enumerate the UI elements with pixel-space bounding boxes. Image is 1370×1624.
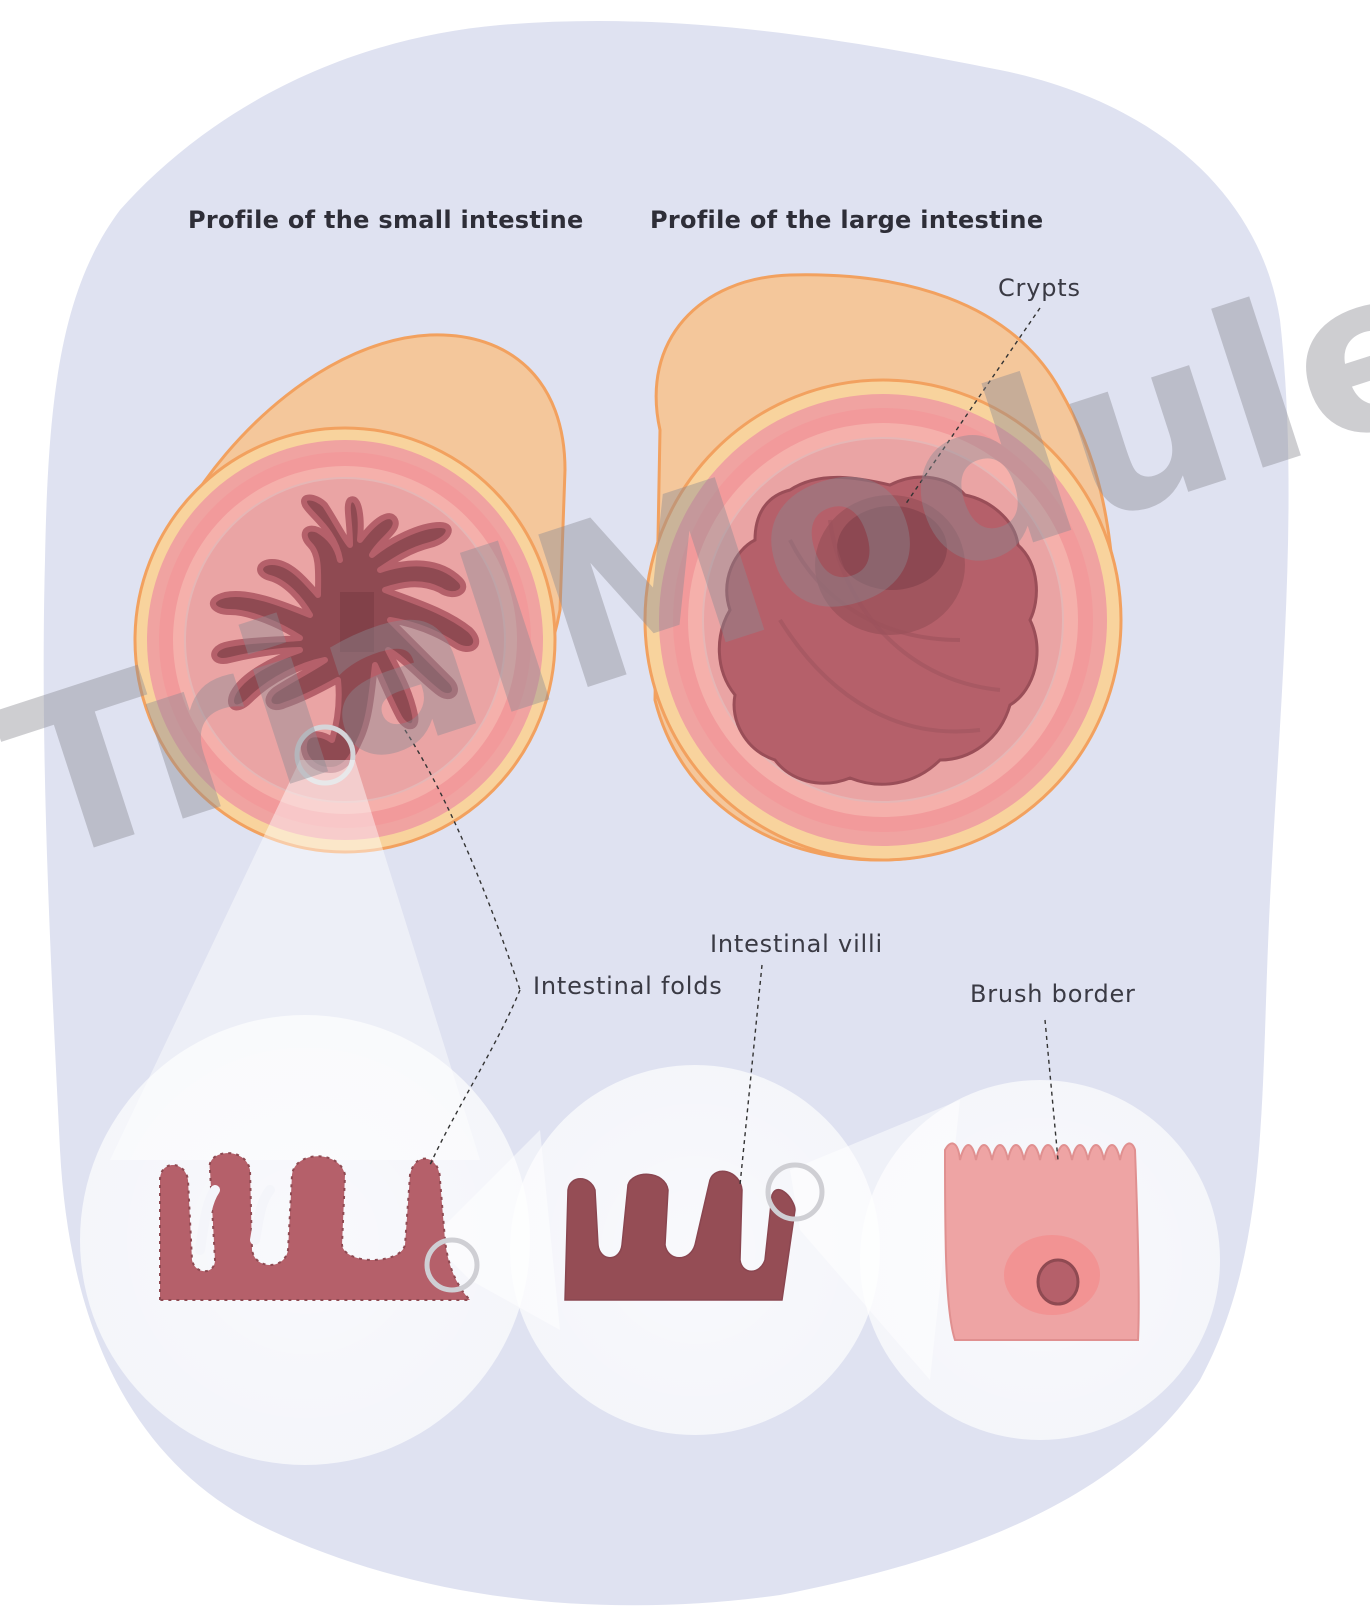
label-crypts: Crypts — [998, 274, 1081, 302]
title-large-intestine: Profile of the large intestine — [650, 206, 1043, 234]
title-small-intestine: Profile of the small intestine — [188, 206, 584, 234]
label-intestinal-folds: Intestinal folds — [533, 972, 723, 1000]
label-intestinal-villi: Intestinal villi — [710, 930, 883, 958]
brush-border-cell-illustration — [945, 1143, 1139, 1340]
label-brush-border: Brush border — [970, 980, 1136, 1008]
